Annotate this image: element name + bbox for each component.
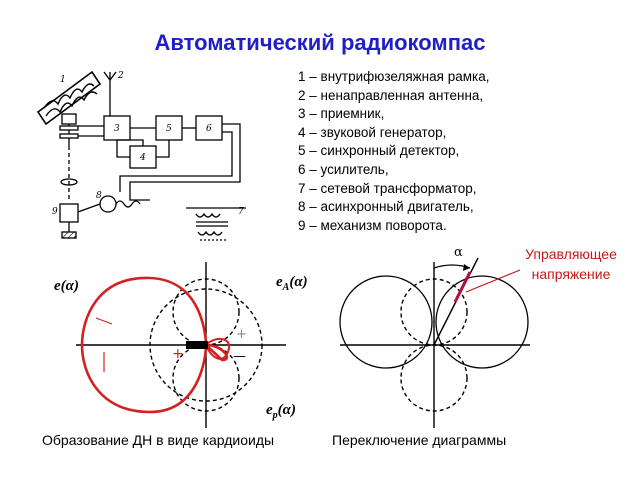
- legend-item: 6 – усилитель,: [298, 161, 389, 177]
- label-e-alpha: e(α): [54, 278, 79, 294]
- legend-item: 5 – синхронный детектор,: [298, 143, 460, 159]
- schematic-number: 4: [139, 153, 146, 163]
- schematic-number: 7: [238, 207, 244, 217]
- turn-mechanism: [59, 203, 79, 223]
- block-schematic: [36, 70, 246, 241]
- schematic-number: 6: [206, 124, 212, 134]
- pattern-circle-right: [435, 275, 529, 369]
- control-pointer: [465, 269, 521, 293]
- plus-sign-right: +: [236, 327, 247, 342]
- schematic-number: 3: [114, 124, 120, 134]
- control-voltage-label: Управляющее напряжение: [525, 246, 617, 282]
- switching-diagram: α: [339, 245, 530, 428]
- schematic-numbers: 1 2 3 4 5 6 7 8 9: [52, 71, 244, 217]
- schematic-number: 5: [166, 124, 172, 134]
- loop-antenna: [36, 70, 102, 146]
- center-bar: [186, 341, 208, 349]
- component-legend: 1 – внутрифюзеляжная рамка, 2 – ненаправ…: [298, 68, 489, 235]
- schematic-number: 9: [52, 207, 58, 217]
- switching-caption: Переключение диаграммы: [332, 432, 507, 448]
- cardioid-caption: Образование ДН в виде кардиоиды: [42, 432, 275, 448]
- page-title: Автоматический радиокомпас: [154, 30, 486, 55]
- legend-item: 2 – ненаправленная антенна,: [298, 87, 484, 103]
- label-ep-alpha: eр(α): [266, 402, 296, 421]
- legend-item: 8 – асинхронный двигатель,: [298, 199, 474, 215]
- legend-item: 1 – внутрифюзеляжная рамка,: [298, 69, 490, 84]
- control-voltage-segment: [453, 271, 472, 303]
- antenna-circle: [149, 288, 263, 402]
- async-motor: [99, 195, 117, 213]
- legend-item: 9 – механизм поворота.: [298, 217, 447, 233]
- transformer: [186, 207, 246, 241]
- cardioid-tail: [204, 338, 231, 360]
- alpha-label: α: [454, 245, 463, 260]
- legend-item: 3 – приемник,: [298, 106, 385, 122]
- schematic-number: 1: [60, 75, 66, 85]
- plus-sign: +: [172, 346, 184, 362]
- legend-item: 7 – сетевой трансформатор,: [298, 180, 477, 196]
- pattern-circle-left: [339, 275, 433, 369]
- schematic-number: 2: [117, 71, 124, 81]
- minus-sign: —: [233, 349, 246, 364]
- cardioid-curve: [80, 276, 229, 414]
- schematic-number: 8: [96, 191, 102, 201]
- label-eA-alpha: eA(α): [276, 274, 308, 293]
- legend-item: 4 – звуковой генератор,: [298, 124, 447, 140]
- cardioid-diagram: + — +: [76, 262, 286, 428]
